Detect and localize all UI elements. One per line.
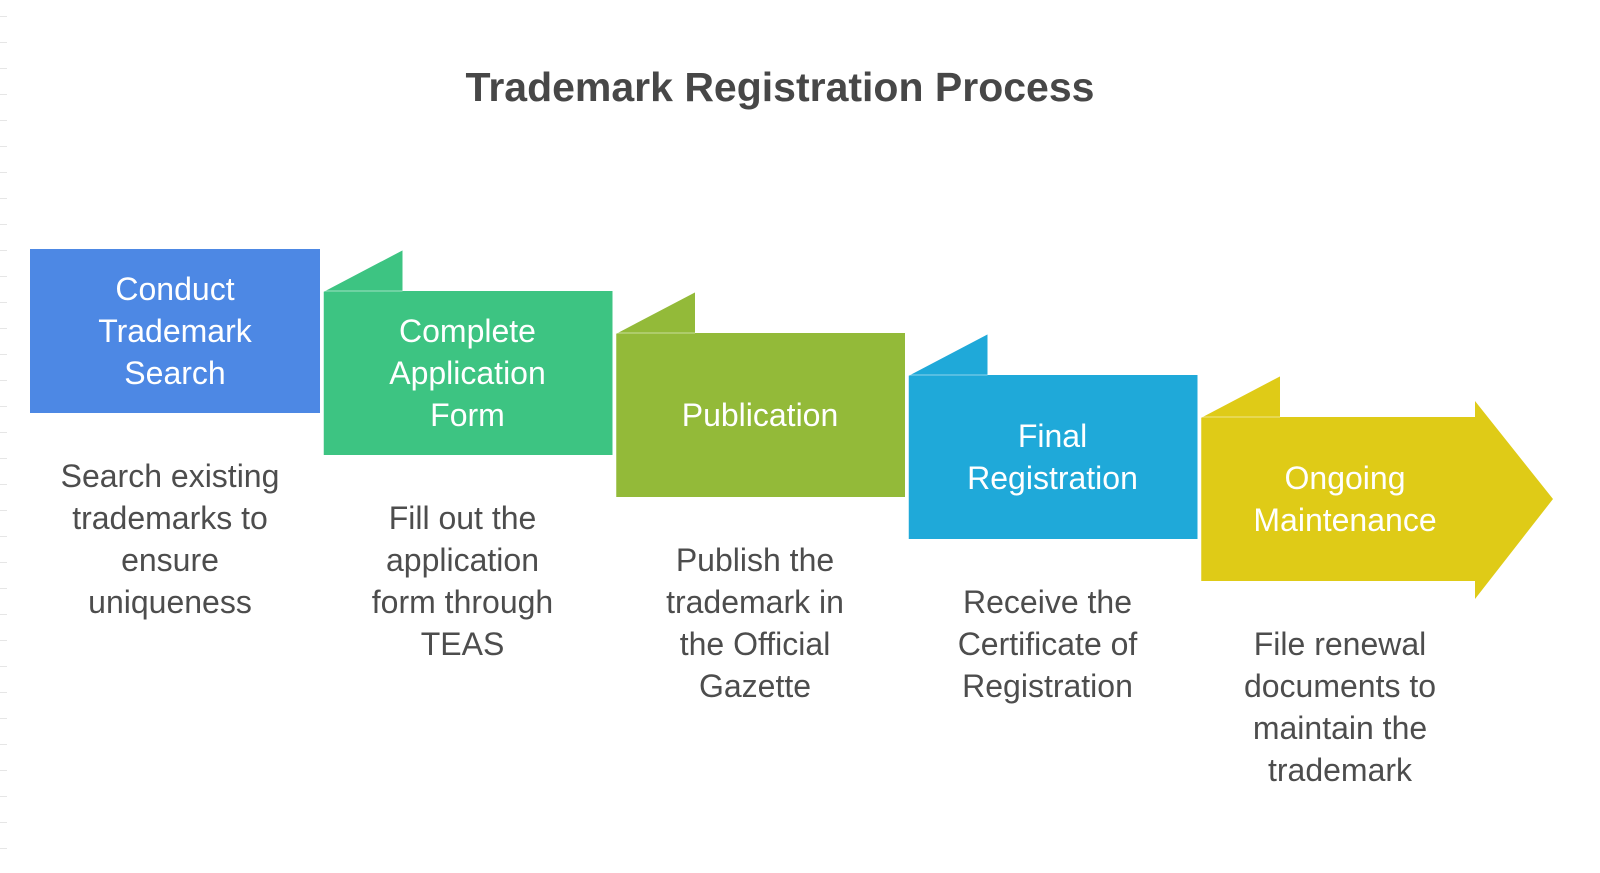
margin-tick (0, 458, 7, 459)
step-description-line: Receive the (963, 584, 1132, 620)
margin-tick (0, 198, 7, 199)
step-label-line: Maintenance (1253, 502, 1437, 538)
step-description-line: TEAS (420, 626, 505, 662)
step-description-1: Search existing trademarks to ensure unique… (20, 455, 320, 623)
margin-tick (0, 536, 7, 537)
step-label-line: Registration (967, 460, 1138, 496)
step-label-line: Form (430, 397, 505, 433)
margin-tick (0, 432, 7, 433)
margin-tick (0, 484, 7, 485)
margin-tick (0, 770, 7, 771)
step-description-line: Fill out the (388, 500, 537, 536)
step-label-line: Conduct (115, 271, 235, 307)
step-shape-2 (322, 291, 613, 455)
margin-tick (0, 588, 7, 589)
step-description-line: maintain the (1252, 710, 1428, 746)
step-shape-4 (907, 375, 1198, 539)
margin-tick (0, 172, 7, 173)
margin-tick (0, 666, 7, 667)
margin-tick (0, 94, 7, 95)
step-description-line: File renewal (1253, 626, 1427, 662)
margin-tick (0, 744, 7, 745)
margin-tick (0, 302, 7, 303)
margin-tick (0, 822, 7, 823)
margin-tick (0, 380, 7, 381)
step-description-line: Registration (962, 668, 1133, 704)
margin-tick (0, 718, 7, 719)
margin-tick (0, 354, 7, 355)
step-description-line: documents to (1243, 668, 1437, 704)
margin-tick (0, 562, 7, 563)
step-label-line: Search (124, 355, 226, 391)
step-shape-3 (615, 333, 905, 497)
margin-tick (0, 848, 7, 849)
step-label-line: Publication (681, 397, 839, 433)
step-description-line: uniqueness (88, 584, 252, 620)
diagram-title: Trademark Registration Process (465, 64, 1095, 110)
step-description-5: File renewal documents to maintain the trad… (1190, 623, 1490, 791)
step-description-line: ensure (121, 542, 219, 578)
step-description-line: trademark (1267, 752, 1413, 788)
step-description-line: Gazette (698, 668, 812, 704)
step-description-line: the Official (679, 626, 831, 662)
margin-tick (0, 510, 7, 511)
step-description-line: trademarks to (72, 500, 268, 536)
margin-tick (0, 224, 7, 225)
margin-tick (0, 640, 7, 641)
step-shape-1 (30, 249, 320, 413)
step-label-line: Application (389, 355, 546, 391)
step-description-line: trademark in (666, 584, 844, 620)
margin-tick (0, 614, 7, 615)
margin-tick (0, 692, 7, 693)
step-label-line: Ongoing (1284, 460, 1406, 496)
margin-tick (0, 120, 7, 121)
step-description-line: Certificate of (957, 626, 1138, 662)
margin-tick (0, 16, 7, 17)
margin-tick (0, 42, 7, 43)
margin-tick (0, 406, 7, 407)
step-description-line: form through (371, 584, 554, 620)
margin-tick (0, 328, 7, 329)
margin-tick (0, 250, 7, 251)
step-label-line: Complete (399, 313, 536, 349)
margin-tick (0, 276, 7, 277)
margin-tick (0, 146, 7, 147)
step-description-line: Search existing (60, 458, 280, 494)
margin-tick (0, 68, 7, 69)
step-description-line: Publish the (675, 542, 835, 578)
step-shape-5 (1200, 401, 1553, 599)
step-label-line: Trademark (98, 313, 252, 349)
step-description-line: application (386, 542, 539, 578)
margin-tick (0, 796, 7, 797)
step-label-line: Final (1017, 418, 1088, 454)
step-label-3: Publication (615, 333, 905, 497)
